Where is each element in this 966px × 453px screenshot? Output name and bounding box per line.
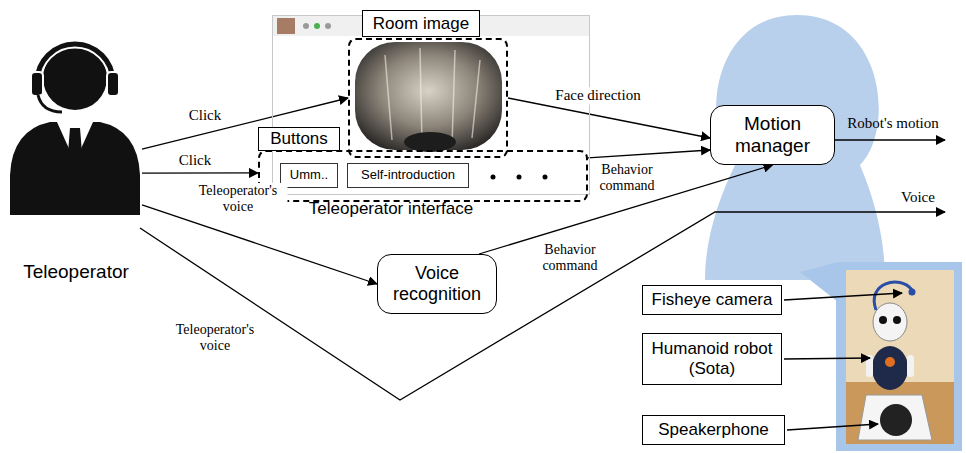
ellipsis-dot bbox=[491, 175, 496, 180]
callout-box: Fisheye camera bbox=[642, 285, 782, 315]
ellipsis-dot bbox=[517, 175, 522, 180]
label-tab: Buttons bbox=[258, 127, 340, 151]
edge-label: Behavior command bbox=[599, 162, 654, 193]
robot-eye bbox=[893, 316, 901, 324]
connector-arrow bbox=[142, 98, 348, 149]
node-text: Teleoperator bbox=[23, 261, 129, 282]
region-title: Buttons bbox=[270, 129, 328, 149]
camera-cable bbox=[874, 282, 912, 310]
image-region: Room image bbox=[348, 38, 508, 158]
line-label: Teleoperator's voice bbox=[176, 322, 255, 353]
avatar-thumbnail bbox=[277, 18, 295, 34]
mic-boom bbox=[38, 95, 62, 112]
node-text: Teleoperator interface bbox=[309, 199, 473, 218]
process-box: Motion manager bbox=[710, 105, 835, 165]
line-label: Robot's motion bbox=[847, 115, 938, 131]
edge-label-patch: Face direction bbox=[553, 87, 642, 104]
speaker-photo bbox=[880, 404, 912, 436]
edge-label: Behavior command bbox=[542, 242, 597, 273]
edge-label: Face direction bbox=[555, 87, 640, 103]
mic-gap bbox=[38, 95, 62, 112]
window-control bbox=[325, 23, 331, 29]
camera-lens bbox=[909, 289, 916, 296]
connector-arrow bbox=[588, 150, 710, 158]
edge-label-patch: Teleoperator's voice bbox=[189, 183, 288, 215]
edge-label: Teleoperator's voice bbox=[199, 183, 278, 214]
leader-arrow bbox=[784, 358, 870, 359]
robot-base bbox=[858, 395, 932, 440]
window-control bbox=[303, 23, 309, 29]
edge-label-patch: Click bbox=[177, 152, 214, 169]
operator-figure: Teleoperator bbox=[10, 22, 142, 287]
fisheye-robot bbox=[404, 132, 456, 152]
line-label-patch: Voice bbox=[899, 189, 937, 206]
headset-band bbox=[37, 44, 113, 82]
edge-label-patch: Behavior command bbox=[591, 162, 663, 194]
line-label-patch: Robot's motion bbox=[845, 115, 940, 132]
headset-gap bbox=[37, 44, 113, 82]
callout-box: Humanoid robot (Sota) bbox=[642, 333, 782, 385]
fisheye-detail bbox=[385, 48, 480, 145]
robot-logo bbox=[885, 357, 895, 367]
robot-arm bbox=[907, 355, 914, 377]
operator-icon bbox=[10, 122, 140, 215]
label-tab: Room image bbox=[362, 10, 480, 37]
line-label: Voice bbox=[901, 189, 935, 205]
node-text: Speakerphone bbox=[658, 420, 769, 440]
ellipsis-dot bbox=[543, 175, 548, 180]
callout-box: Speakerphone bbox=[642, 415, 785, 445]
edge-label-patch: Click bbox=[187, 107, 224, 124]
edge-label-patch: Behavior command bbox=[534, 242, 606, 274]
interface-window: Teleoperator interfaceRoom imageButtonsU… bbox=[272, 15, 590, 195]
line-label-patch: Teleoperator's voice bbox=[166, 322, 265, 354]
photo-panel bbox=[836, 262, 962, 451]
headset-cup bbox=[107, 72, 119, 96]
window-control bbox=[314, 23, 320, 29]
connector-arrow bbox=[142, 172, 258, 173]
edge-label: Click bbox=[179, 152, 212, 168]
edge-label: Click bbox=[189, 107, 222, 123]
robot-torso bbox=[872, 346, 908, 390]
leader-arrow bbox=[787, 424, 878, 430]
bubble-pointer bbox=[800, 262, 838, 302]
node-text: Humanoid robot (Sota) bbox=[649, 339, 775, 378]
operator-tie bbox=[67, 128, 83, 178]
headset-cup bbox=[31, 72, 43, 96]
node-text: Self-introduction bbox=[361, 168, 455, 183]
ui-button: Umm.. bbox=[280, 163, 338, 188]
button-region: ButtonsUmm..Self-introduction bbox=[258, 150, 588, 202]
motion-line bbox=[835, 139, 945, 140]
region-title: Room image bbox=[373, 14, 469, 34]
node-text: Voice recognition bbox=[384, 263, 490, 304]
node-text: Umm.. bbox=[290, 168, 328, 183]
robot-head bbox=[873, 303, 907, 341]
process-box: Voice recognition bbox=[377, 254, 497, 314]
robot-eye bbox=[879, 316, 887, 324]
robot-silhouette bbox=[705, 15, 885, 280]
node-text: Fisheye camera bbox=[652, 290, 773, 310]
node-text: Motion manager bbox=[717, 113, 828, 157]
ui-button: Self-introduction bbox=[347, 163, 469, 188]
photo-floor bbox=[846, 382, 954, 444]
voice-line bbox=[140, 212, 945, 400]
photo-background bbox=[846, 270, 954, 444]
text-holder: Teleoperator bbox=[10, 261, 142, 283]
leader-arrow bbox=[784, 293, 902, 300]
